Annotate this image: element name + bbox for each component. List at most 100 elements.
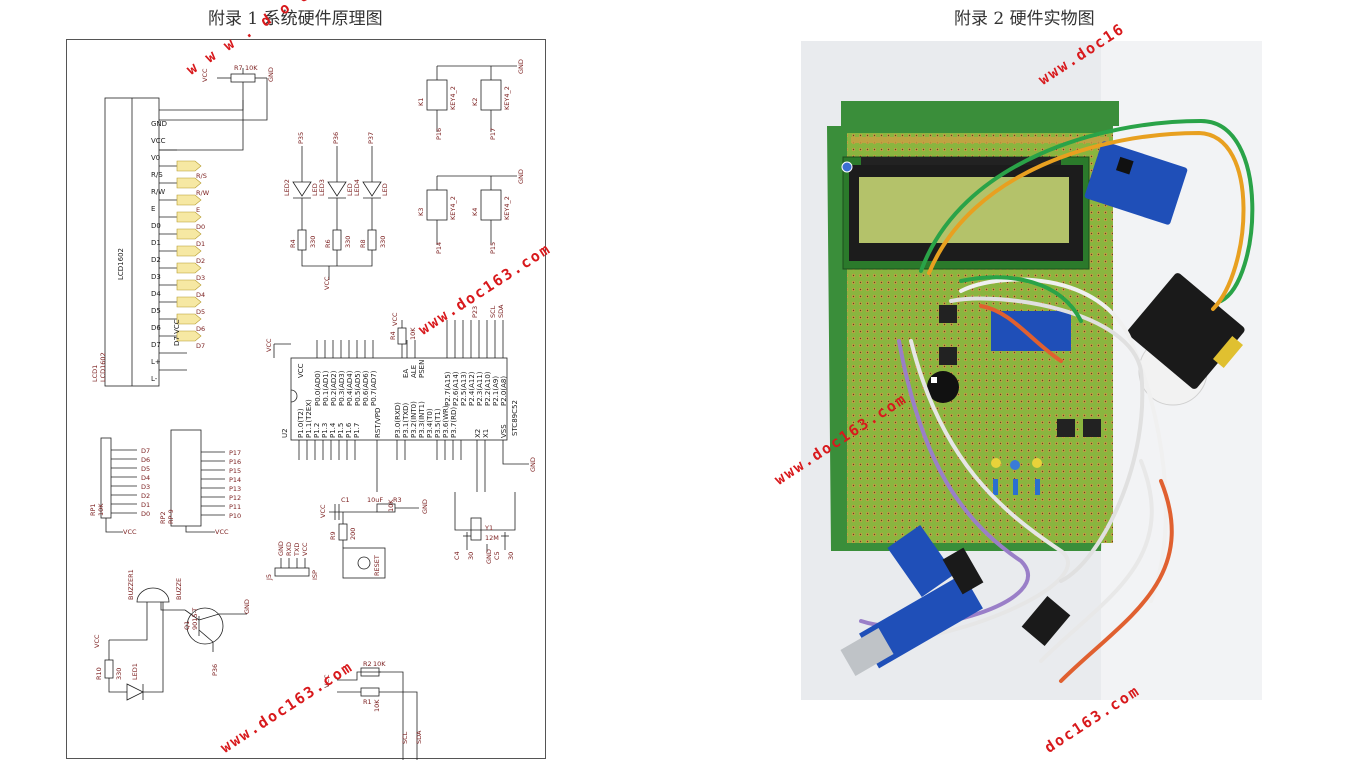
- rp1-net: D6: [141, 456, 150, 464]
- lcd-pin-label: D6: [151, 324, 161, 332]
- rp1-ref: RP1: [89, 503, 97, 516]
- mcu-pin-label: P3.5(T1): [434, 408, 442, 438]
- rp2-net: P15: [229, 467, 241, 475]
- rp2-net: P16: [229, 458, 241, 466]
- mcu-pin-label: X2: [474, 429, 482, 438]
- mcu-pin-label: P2.7(A15): [444, 371, 452, 406]
- mcu-pin-label: P1.6: [345, 422, 353, 438]
- lcd-net-label: D6: [196, 325, 205, 333]
- crystal-ref: Y1: [484, 524, 493, 532]
- lcd-pin-label: E: [151, 205, 155, 213]
- lcd-net-labels: R/S R/W E D0 D1 D2 D3 D4 D5 D6 D7: [196, 172, 210, 350]
- led-ref: LED2: [283, 179, 291, 196]
- rp2-net: P11: [229, 503, 241, 511]
- mcu-p1-pins: P1.0(T2) P1.1(T2EX) P1.2 P1.3 P1.4 P1.5 …: [297, 399, 361, 438]
- led-res-ref: R6: [324, 239, 332, 248]
- scl-net: SCL: [489, 305, 497, 318]
- mcu-pin-label: P1.3: [321, 423, 329, 438]
- mcu-ref: U2: [281, 428, 289, 438]
- lcd-name: LCD1602: [117, 248, 125, 280]
- lcd-pin-label: D3: [151, 273, 161, 281]
- lcd-pin-label: D1: [151, 239, 161, 247]
- rp2-net: P13: [229, 485, 241, 493]
- mcu-pin-label: P0.2(AD2): [330, 370, 338, 406]
- mcu-pin-label: P1.2: [313, 423, 321, 438]
- p23-net: P23: [471, 306, 479, 318]
- mcu-p0-pins: P0.0(AD0) P0.1(AD1) P0.2(AD2) P0.3(AD3) …: [314, 370, 378, 406]
- rp1-net: D4: [141, 474, 150, 482]
- i2c-sda: SDA: [415, 730, 423, 744]
- led-res-value: 330: [344, 236, 352, 248]
- mcu-vcc: VCC: [265, 338, 273, 352]
- mcu-misc-pins: VCC EA ALE PSEN RST/VPD X2 X1 VSS: [297, 360, 508, 438]
- sensor-board: [887, 524, 955, 598]
- key-ref: K4: [471, 208, 479, 216]
- lcd-pin-label: GND: [151, 120, 167, 128]
- mcu-pin-label: EA: [402, 369, 410, 378]
- transistor-value: 9015-T: [191, 608, 199, 630]
- crystal-value: 12M: [485, 534, 499, 542]
- mcu-pin-label: P0.7(AD7): [370, 370, 378, 406]
- isp-net: VCC: [301, 542, 309, 556]
- rp2-net: P17: [229, 449, 241, 457]
- mcu-pin-label: P3.3(INT1): [418, 401, 426, 438]
- lcd-module: [841, 156, 1090, 270]
- mcu-pin-label: P2.3(A11): [476, 371, 484, 406]
- mcu-pin-label: P3.2(INT0): [410, 401, 418, 438]
- r2-ref: R2: [363, 660, 372, 668]
- mcu-pin-label: P3.1(TXD): [402, 402, 410, 438]
- lcd-backlight-label: D7 VCC: [173, 319, 181, 346]
- reset-label: RESET: [373, 555, 381, 576]
- pot-gnd: GND: [267, 67, 275, 82]
- r1-ref: R1: [363, 698, 372, 706]
- rp2-value: RP-9: [167, 509, 175, 524]
- lcd-net-label: D5: [196, 308, 205, 316]
- key-ref: K1: [417, 98, 425, 106]
- mcu-pin-label: VSS: [500, 424, 508, 438]
- mcu-pin-label: ALE: [410, 365, 418, 378]
- rp1-net: D5: [141, 465, 150, 473]
- lcd-pin-label: D5: [151, 307, 161, 315]
- mcu-pin-label: P3.6(WR): [442, 405, 450, 438]
- mcu-pin-label: P1.4: [329, 422, 337, 438]
- pot-vcc: VCC: [201, 68, 209, 82]
- lcd-pin-label: VCC: [151, 137, 166, 145]
- hardware-photo: [801, 41, 1262, 700]
- led-ref: LED4: [353, 179, 361, 196]
- mcu-pin-label: P2.1(A9): [492, 376, 500, 406]
- key-type: KEY4_2: [503, 86, 511, 110]
- mcu-pin-label: P0.1(AD1): [322, 370, 330, 406]
- mcu-pin-label: P2.5(A13): [460, 371, 468, 406]
- caption-schematic: 附录 1 系统硬件原理图: [208, 9, 383, 29]
- led-res-value: 330: [379, 236, 387, 248]
- rp2-net: P12: [229, 494, 241, 502]
- r10-value: 330: [115, 668, 123, 680]
- lcd-pin-label: L-: [151, 375, 158, 383]
- mcu-pin-label: P1.7: [353, 423, 361, 438]
- lcd-ref: LCD1: [91, 365, 99, 382]
- lcd-pin-label: D4: [151, 290, 161, 298]
- crystal-gnd: GND: [485, 549, 493, 564]
- lcd-net-label: D2: [196, 257, 205, 265]
- rp1-value: 10K: [97, 503, 105, 516]
- lcd-net-label: D4: [196, 291, 205, 299]
- sda-net: SDA: [497, 304, 505, 318]
- mcu-pin-label: P0.3(AD3): [338, 370, 346, 406]
- key-net: P14: [435, 242, 443, 254]
- lcd-net-label: R/W: [196, 189, 210, 197]
- key-gnd: GND: [517, 169, 525, 184]
- led-net-label: P36: [332, 132, 340, 144]
- transistor-ref: Q1: [183, 621, 191, 630]
- buzzer-ref: BUZZER1: [127, 569, 135, 600]
- led1-ref: LED1: [131, 663, 139, 680]
- mcu-pin-label: RST/VPD: [374, 408, 382, 438]
- led-vcc: VCC: [323, 276, 331, 290]
- rp2-net: P10: [229, 512, 241, 520]
- r3-ref: R3: [393, 496, 402, 504]
- pot-ref: R7: [234, 64, 243, 72]
- lcd-pin-label: D0: [151, 222, 161, 230]
- mcu-pin-label: P3.7(RD): [450, 407, 458, 438]
- lcd-net-label: R/S: [196, 172, 207, 180]
- key-ref: K3: [417, 208, 425, 216]
- led-type-label: LED: [346, 183, 354, 196]
